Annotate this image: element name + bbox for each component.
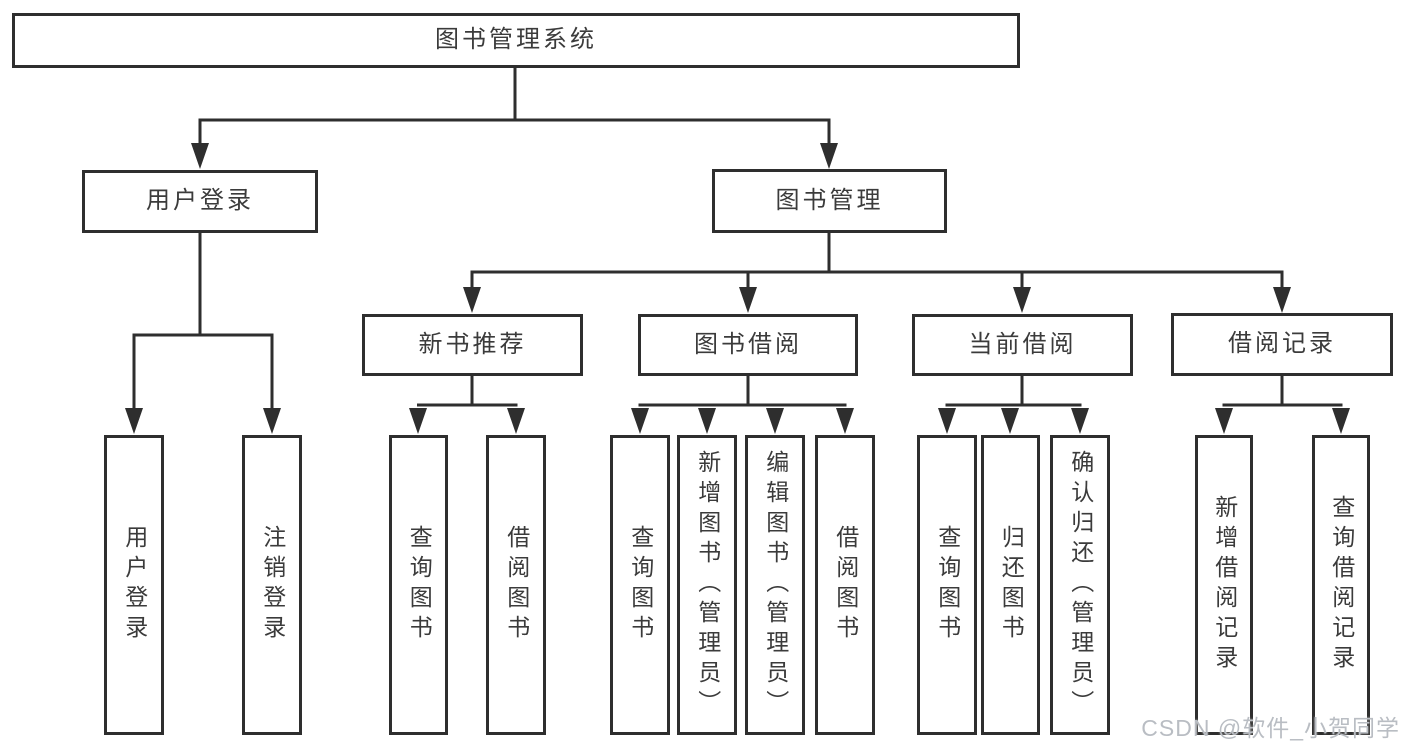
node-label: 图书管理 — [775, 186, 884, 214]
node-leaf-add-borrow-record: 新增借阅记录 — [1195, 435, 1253, 735]
node-label: 图书借阅 — [694, 330, 802, 358]
node-label: 归还图书 — [998, 525, 1025, 645]
node-leaf-query-books-2: 查询图书 — [610, 435, 670, 735]
node-leaf-query-borrow-record: 查询借阅记录 — [1312, 435, 1370, 735]
node-label: 用户登录 — [121, 525, 148, 645]
arrow-down-icons-borrow-records — [1215, 408, 1350, 434]
node-label: 借阅图书 — [832, 525, 859, 645]
node-label: 借阅图书 — [503, 525, 530, 645]
node-leaf-user-login: 用户登录 — [104, 435, 164, 735]
arrow-down-icons-new-book-recommend — [409, 408, 525, 434]
arrow-down-icons-level3 — [463, 287, 1291, 313]
node-label: 查询借阅记录 — [1328, 495, 1355, 675]
node-label: 新书推荐 — [418, 330, 527, 358]
connector-book-management — [470, 233, 1284, 288]
node-label: 查询图书 — [627, 525, 654, 645]
node-book-borrowing: 图书借阅 — [638, 314, 858, 376]
node-leaf-borrow-books-2: 借阅图书 — [815, 435, 875, 735]
node-leaf-return-books: 归还图书 — [981, 435, 1040, 735]
node-leaf-edit-books-admin: 编辑图书（管理员） — [745, 435, 805, 735]
node-borrow-records: 借阅记录 — [1171, 313, 1393, 376]
node-label: 当前借阅 — [968, 330, 1077, 358]
connector-current-borrowing — [945, 376, 1082, 407]
node-label: 图书管理系统 — [435, 26, 597, 54]
arrow-down-icons-user-login — [125, 408, 281, 434]
connector-new-book-recommend — [417, 376, 518, 407]
connector-borrow-records — [1222, 376, 1343, 407]
arrow-down-icons-level2 — [191, 143, 838, 169]
node-new-book-recommend: 新书推荐 — [362, 314, 583, 376]
node-leaf-add-books-admin: 新增图书（管理员） — [677, 435, 737, 735]
arrow-down-icons-current-borrowing — [938, 408, 1089, 434]
node-label: 查询图书 — [934, 525, 961, 645]
node-label: 用户登录 — [146, 187, 254, 215]
node-current-borrowing: 当前借阅 — [912, 314, 1133, 376]
arrow-down-icons-book-borrowing — [631, 408, 854, 434]
connector-book-borrowing — [638, 376, 847, 407]
node-library-system: 图书管理系统 — [12, 13, 1020, 68]
node-label: 借阅记录 — [1228, 330, 1336, 358]
csdn-watermark: CSDN @软件_小贺同学 — [1141, 715, 1400, 741]
node-leaf-logout: 注销登录 — [242, 435, 302, 735]
connector-user-login — [132, 233, 274, 410]
node-label: 注销登录 — [259, 525, 286, 645]
node-user-login: 用户登录 — [82, 170, 318, 233]
node-label: 编辑图书（管理员） — [762, 450, 789, 720]
node-label: 新增图书（管理员） — [694, 450, 721, 720]
node-label: 查询图书 — [406, 525, 433, 645]
node-label: 确认归还（管理员） — [1067, 450, 1094, 720]
connector-root — [198, 68, 831, 146]
node-leaf-confirm-return-admin: 确认归还（管理员） — [1050, 435, 1110, 735]
node-leaf-borrow-books-1: 借阅图书 — [486, 435, 546, 735]
node-leaf-query-books-1: 查询图书 — [389, 435, 448, 735]
node-leaf-query-books-3: 查询图书 — [917, 435, 977, 735]
node-label: 新增借阅记录 — [1211, 495, 1238, 675]
node-book-management: 图书管理 — [712, 169, 947, 233]
